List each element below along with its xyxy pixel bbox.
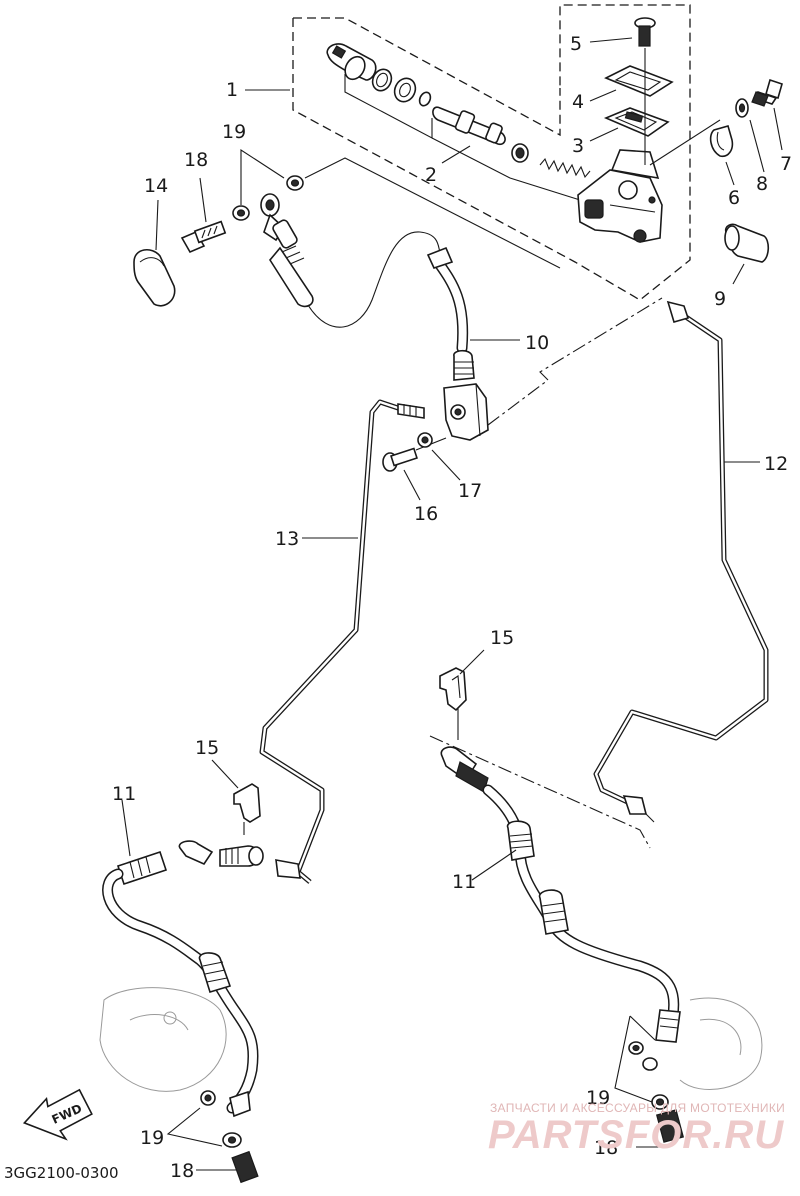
callout-1: 1 xyxy=(226,79,238,101)
drawing-code: 3GG2100-0300 xyxy=(4,1164,119,1182)
callout-12: 12 xyxy=(764,453,788,475)
bolt-part-16 xyxy=(382,437,447,472)
callout-19-bottom-left: 19 xyxy=(140,1127,164,1149)
gasket-part-19-bottom-right xyxy=(614,1015,669,1110)
brake-pipe-part-12 xyxy=(593,300,769,823)
washer-part-17 xyxy=(417,432,433,448)
callout-11-right: 11 xyxy=(452,871,476,893)
callout-17: 17 xyxy=(458,480,482,502)
washer-part xyxy=(735,98,749,118)
master-cylinder-body xyxy=(577,149,663,243)
upper-hose-end-part xyxy=(260,193,314,308)
gasket-part-19-top xyxy=(232,148,304,221)
callout-16: 16 xyxy=(414,503,438,525)
callout-11-left: 11 xyxy=(112,783,136,805)
callout-13: 13 xyxy=(275,528,299,550)
callout-19-bottom-right: 19 xyxy=(586,1087,610,1109)
holder-part xyxy=(649,119,734,166)
callout-15-left: 15 xyxy=(195,737,219,759)
brake-hose-part-11-left xyxy=(102,840,264,1118)
clip-part-15-left xyxy=(233,783,261,835)
callout-3: 3 xyxy=(572,135,584,157)
left-caliper-outline xyxy=(99,987,227,1092)
bushing-part xyxy=(724,223,770,263)
callout-15-center: 15 xyxy=(490,627,514,649)
watermark: ЗАПЧАСТИ И АКСЕССУАРЫ ДЛЯ МОТОТЕХНИКИ PA… xyxy=(488,1101,785,1157)
callout-labels: 1 2 3 4 5 6 7 8 9 10 11 11 12 13 14 15 1… xyxy=(4,33,792,1182)
union-bolt-part-18-bottom-right xyxy=(636,1109,685,1148)
callout-2: 2 xyxy=(425,164,437,186)
forward-arrow-icon: FWD xyxy=(22,1088,93,1141)
union-bolt-part-18-bottom-left xyxy=(196,1150,259,1184)
piston-kit-part xyxy=(326,43,591,201)
watermark-logo: PARTSFOR.RU xyxy=(488,1113,784,1157)
clip-part-15-center xyxy=(429,667,651,849)
union-bolt-part-18-top xyxy=(180,220,227,254)
gasket-part-19-bottom-left xyxy=(166,1090,242,1148)
diaphragm-holder-part xyxy=(604,65,674,97)
callout-6: 6 xyxy=(728,187,740,209)
holder-bolt-part xyxy=(751,78,783,107)
assembly-chain-lines xyxy=(487,297,663,426)
right-caliper-outline xyxy=(679,997,763,1091)
cap-part-14 xyxy=(133,249,176,307)
callout-19-top: 19 xyxy=(222,121,246,143)
diaphragm-part xyxy=(603,107,670,137)
callout-4: 4 xyxy=(572,91,584,113)
master-cylinder-group-outline xyxy=(292,4,691,301)
brake-hose-part-11-right xyxy=(440,746,681,1043)
callout-9: 9 xyxy=(714,288,726,310)
callout-8: 8 xyxy=(756,173,768,195)
brake-hose-part-10 xyxy=(426,246,489,441)
callout-10: 10 xyxy=(525,332,549,354)
callout-18-bottom-right: 18 xyxy=(594,1137,618,1159)
callout-5: 5 xyxy=(570,33,582,55)
callout-18-bottom-left: 18 xyxy=(170,1160,194,1182)
top-connection-lines xyxy=(304,157,561,328)
callout-14: 14 xyxy=(144,175,168,197)
cap-screw-part xyxy=(634,17,656,165)
brake-pipe-part-13 xyxy=(259,399,425,884)
callout-7: 7 xyxy=(780,153,792,175)
callout-18-top: 18 xyxy=(184,149,208,171)
callout-leader-lines xyxy=(121,37,783,881)
watermark-tagline: ЗАПЧАСТИ И АКСЕССУАРЫ ДЛЯ МОТОТЕХНИКИ xyxy=(490,1101,785,1115)
